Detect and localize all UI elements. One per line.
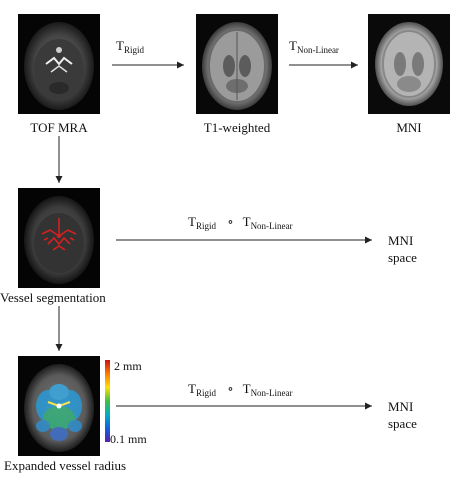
- expanded-vessel-radius-image: [18, 356, 100, 456]
- nonlinear-transform-label: TNon-Linear: [289, 38, 339, 55]
- nonlinear-transform-subscript: Non-Linear: [296, 45, 339, 55]
- nonlinear-transform-symbol: T: [289, 38, 297, 53]
- mni-caption: MNI: [396, 120, 422, 135]
- composed-transform-label-row3: TRigid ∘ TNon-Linear: [188, 381, 293, 398]
- tof-mra-image: [18, 14, 100, 114]
- mni-space-target-row2: MNI space: [388, 233, 417, 265]
- composed-transform-label-row2: TRigid ∘ TNon-Linear: [188, 214, 293, 231]
- expanded-vessel-radius-caption: Expanded vessel radius: [4, 458, 127, 473]
- colorbar-max-label: 2 mm: [114, 359, 142, 373]
- rigid-transform-subscript: Rigid: [123, 45, 144, 55]
- compose-operator: ∘: [227, 214, 234, 229]
- compose-operator: ∘: [227, 381, 234, 396]
- tof-mra-caption: TOF MRA: [30, 120, 88, 135]
- vessel-segmentation-image: [18, 188, 100, 288]
- mni-template-image: [368, 14, 450, 114]
- t1-weighted-caption: T1-weighted: [203, 120, 271, 135]
- rigid-transform-label: TRigid: [116, 38, 144, 55]
- t1-weighted-image: [196, 14, 278, 114]
- vessel-segmentation-caption: Vessel segmentation: [0, 290, 106, 305]
- rigid-transform-symbol: T: [116, 38, 124, 53]
- mni-space-target-row3: MNI space: [388, 399, 417, 431]
- radius-colorbar: [105, 360, 110, 442]
- colorbar-min-label: 0.1 mm: [110, 432, 147, 446]
